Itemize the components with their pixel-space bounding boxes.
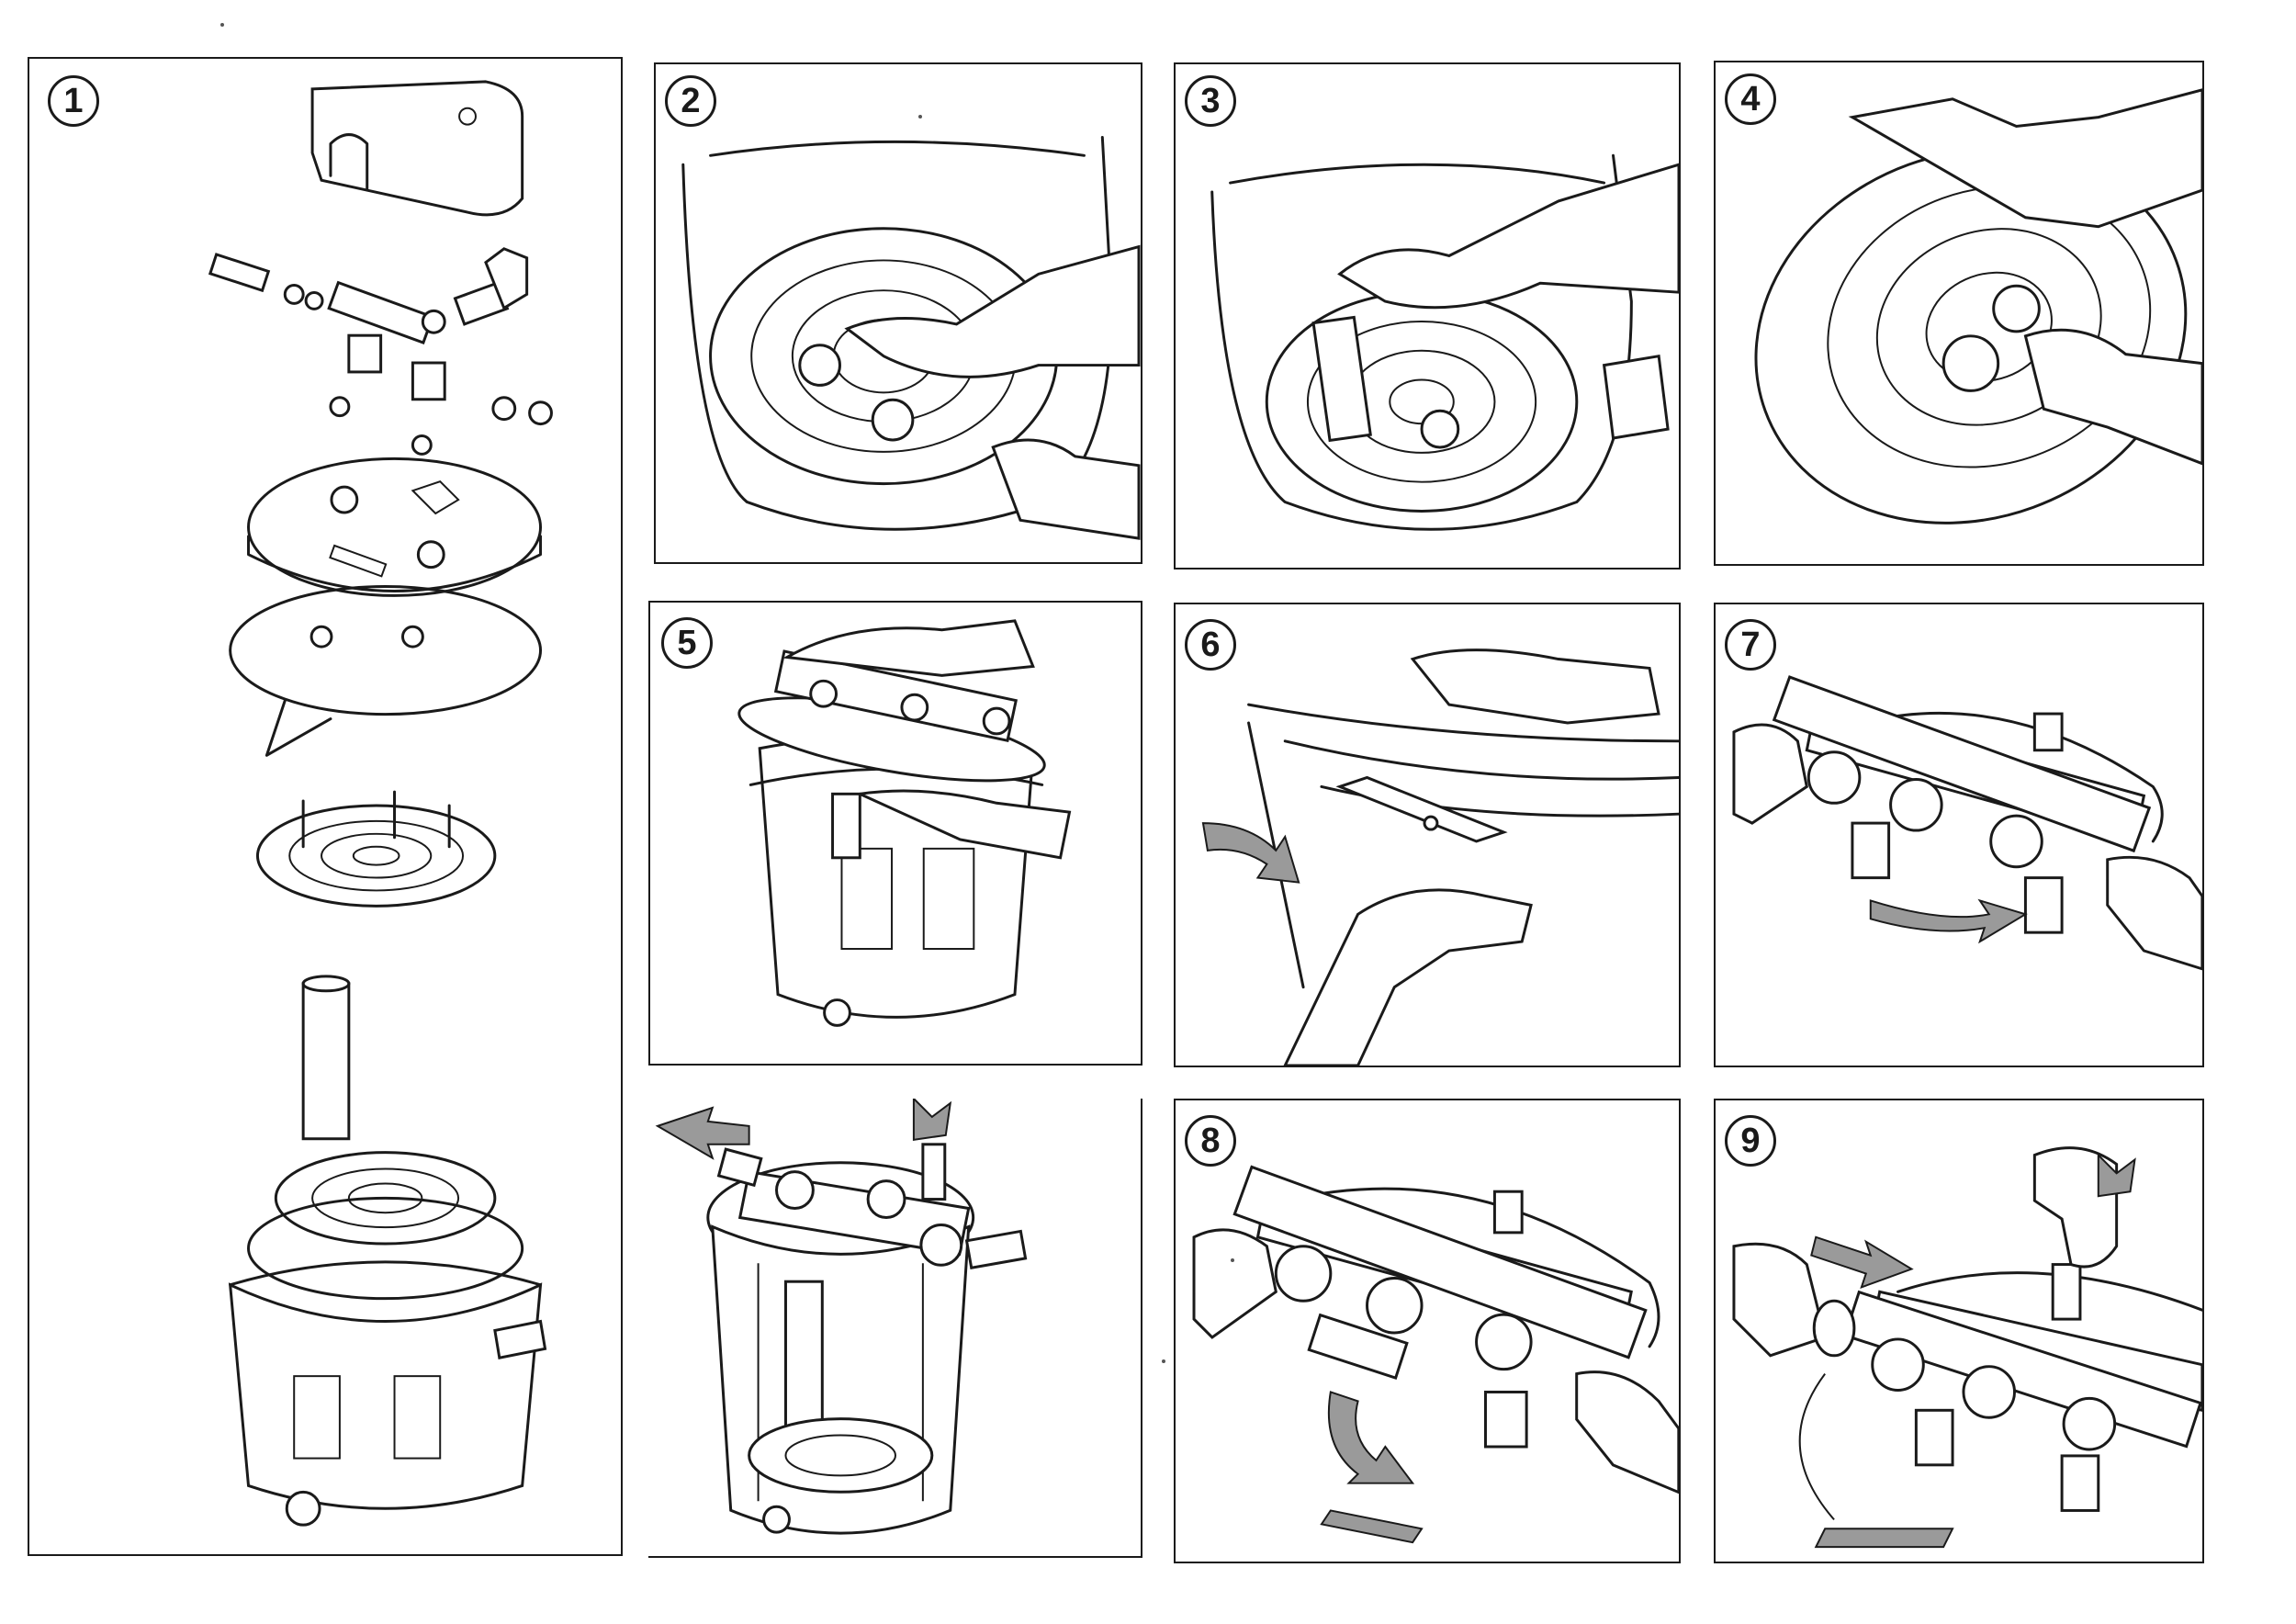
hand-inserting-grid-illustration [681,135,1141,540]
step-3-number: 3 [1185,75,1236,127]
step-9-number: 9 [1725,1115,1776,1167]
scan-speck [1231,1258,1234,1262]
step-6-panel: 6 [1174,603,1681,1067]
hands-holding-grid-illustration [1754,88,2202,524]
placing-lid-illustration [737,619,1072,1027]
scan-speck [918,115,922,118]
step-8-number: 8 [1185,1115,1236,1167]
step-5-panel: 5 [648,601,1142,1066]
step-1-panel: 1 [28,57,623,1556]
step-5-number: 5 [661,617,713,669]
step-4-panel: 4 [1714,61,2204,566]
assembled-filter-cutaway-illustration [655,1099,1028,1535]
step-assembled-panel [648,1099,1142,1558]
step-8-panel: 8 [1174,1099,1681,1563]
connecting-hoses-illustration [1732,1146,2202,1549]
step-1-number: 1 [48,75,99,127]
hand-inserting-tube-illustration [1210,153,1679,531]
step-3-panel: 3 [1174,62,1681,570]
step-6-number: 6 [1185,619,1236,671]
scan-speck [1162,1359,1165,1363]
rotating-valve-illustration [1732,675,2202,971]
step-7-number: 7 [1725,619,1776,671]
closing-clamp-illustration [1201,648,1679,1066]
step-9-panel: 9 [1714,1099,2204,1563]
scan-speck [220,23,224,27]
step-4-number: 4 [1725,73,1776,125]
step-7-panel: 7 [1714,603,2204,1067]
rotating-valve-back-illustration [1192,1165,1679,1544]
step-2-panel: 2 [654,62,1142,564]
step-2-number: 2 [665,75,716,127]
exploded-view-illustration [208,80,553,1527]
